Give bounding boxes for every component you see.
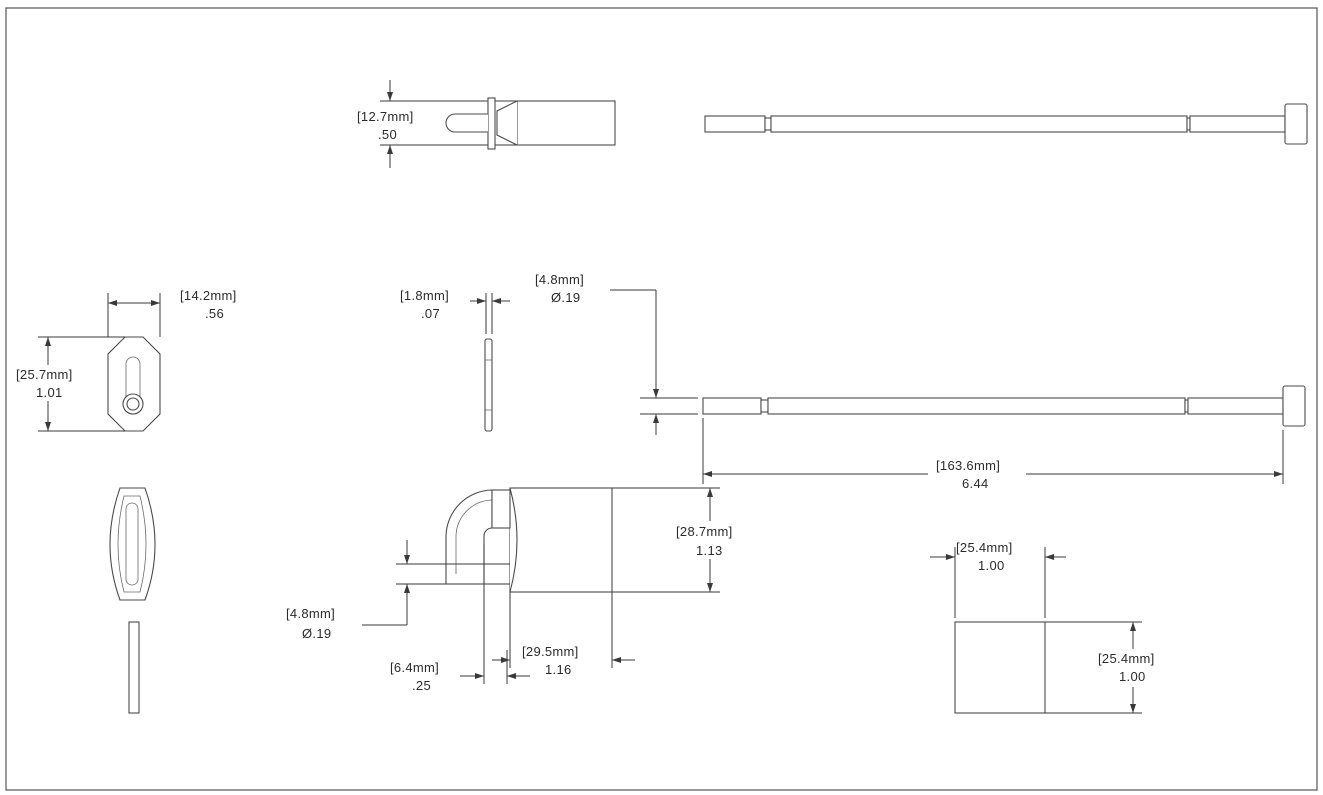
pin-front-view [702, 385, 1306, 427]
dim-6-4mm: [6.4mm] .25 [390, 544, 530, 693]
square-plate-view [954, 621, 1046, 714]
lock-body-side-view [109, 487, 156, 601]
dim-28-7mm: [28.7mm] 1.13 [612, 487, 749, 593]
dim-label-imperial: 1.01 [36, 385, 63, 400]
dim-4-8mm-pin: [4.8mm] Ø.19 [535, 272, 698, 435]
dim-25-7mm: [25.7mm] 1.01 [14, 336, 125, 432]
dim-4-8mm-shackle: [4.8mm] Ø.19 [286, 540, 410, 641]
dim-label-imperial: Ø.19 [551, 290, 580, 305]
dim-label-metric: [4.8mm] [535, 272, 584, 287]
dim-label-metric: [28.7mm] [676, 524, 733, 539]
dim-label-metric: [163.6mm] [936, 458, 1000, 473]
dim-25-4mm-width: [25.4mm] 1.00 [930, 540, 1066, 618]
dim-12-7mm: [12.7mm] .50 [357, 80, 414, 168]
dim-25-4mm-height: [25.4mm] 1.00 [1045, 621, 1172, 714]
plate-edge-view [484, 338, 493, 432]
dim-label-metric: [14.2mm] [180, 288, 237, 303]
lock-body-edge-view [128, 621, 140, 714]
dim-label-imperial: 6.44 [962, 476, 989, 491]
dim-label-imperial: 1.00 [978, 558, 1005, 573]
dim-label-metric: [25.7mm] [16, 367, 73, 382]
dim-label-metric: [12.7mm] [357, 109, 414, 124]
pin-top-view [704, 103, 1308, 145]
dim-label-metric: [6.4mm] [390, 660, 439, 675]
sheet-border [5, 7, 1318, 791]
dim-label-imperial: .07 [421, 306, 440, 321]
dim-label-imperial: Ø.19 [302, 626, 331, 641]
dim-label-metric: [4.8mm] [286, 606, 335, 621]
dim-label-metric: [1.8mm] [400, 288, 449, 303]
dim-label-imperial: 1.00 [1119, 669, 1146, 684]
padlock-assembly-view [396, 487, 613, 593]
dim-29-5mm: [29.5mm] 1.16 [492, 592, 635, 677]
dim-1-8mm: [1.8mm] .07 [400, 288, 510, 334]
dim-label-metric: [25.4mm] [956, 540, 1013, 555]
lock-body-front-view [107, 336, 161, 432]
dim-label-imperial: .25 [412, 678, 431, 693]
dim-label-imperial: 1.16 [545, 662, 572, 677]
dim-14-2mm: [14.2mm] .56 [107, 288, 237, 337]
dim-label-imperial: .56 [205, 306, 224, 321]
dim-label-imperial: 1.13 [696, 543, 723, 558]
pin-end-side-view [380, 97, 616, 150]
dim-label-metric: [29.5mm] [522, 644, 579, 659]
dim-label-imperial: .50 [378, 127, 397, 142]
dim-label-metric: [25.4mm] [1098, 651, 1155, 666]
dim-163-6mm: [163.6mm] 6.44 [702, 418, 1284, 491]
